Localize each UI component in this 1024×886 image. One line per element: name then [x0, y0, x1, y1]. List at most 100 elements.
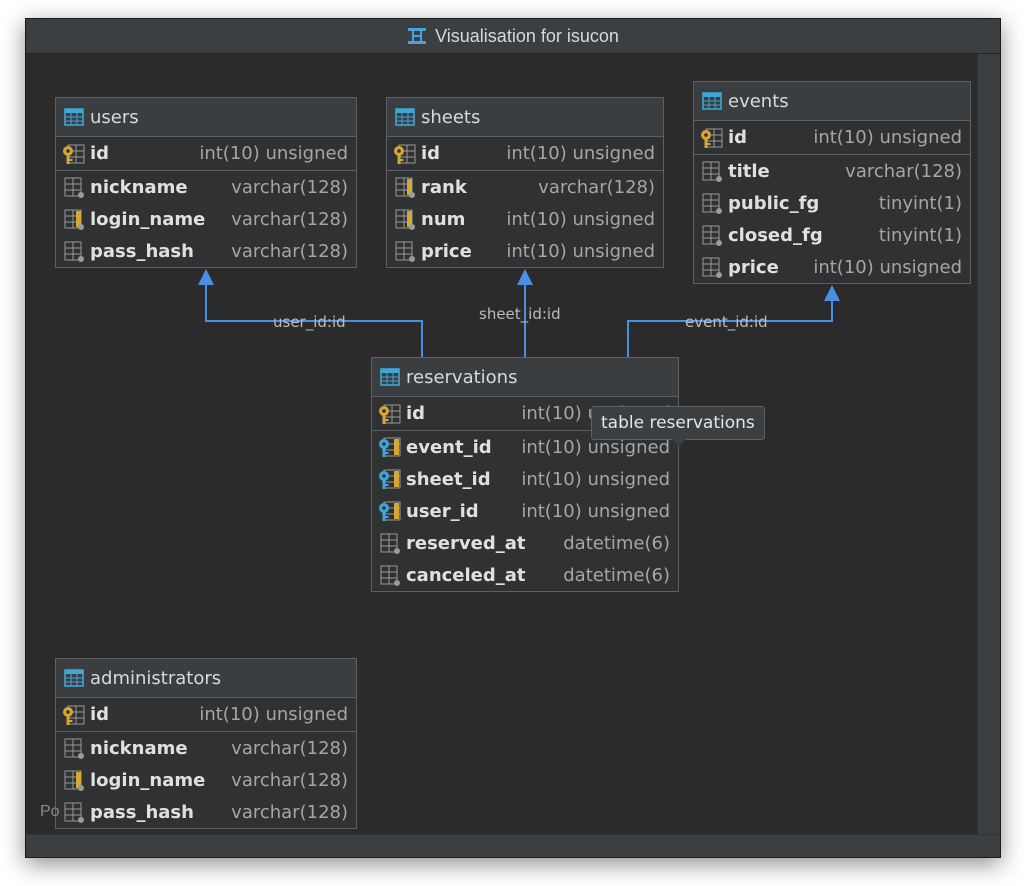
- table-events[interactable]: events id int(10) unsigned title varchar…: [693, 81, 971, 284]
- relation-links: user_id:id sheet_id:id event_id:id: [198, 269, 840, 357]
- column-name: id: [421, 143, 441, 164]
- diagram-icon: [408, 28, 427, 44]
- column-row[interactable]: user_id int(10) unsigned: [372, 495, 678, 527]
- column-name: pass_hash: [90, 240, 194, 262]
- column-type: int(10) unsigned: [521, 468, 670, 490]
- column-row[interactable]: nickname varchar(128): [56, 171, 356, 203]
- column-icon: [64, 738, 84, 759]
- unique-column-icon: [395, 209, 415, 230]
- column-icon: [64, 241, 84, 262]
- table-header[interactable]: events: [694, 82, 970, 121]
- primary-key-icon: [63, 144, 85, 164]
- column-type: datetime(6): [563, 532, 670, 554]
- table-icon: [64, 108, 84, 126]
- column-type: tinyint(1): [878, 224, 962, 246]
- table-name: events: [728, 90, 789, 112]
- column-type: varchar(128): [231, 801, 348, 823]
- column-row[interactable]: event_id int(10) unsigned: [372, 431, 678, 463]
- column-row[interactable]: pass_hash varchar(128): [56, 235, 356, 267]
- column-name: event_id: [406, 436, 492, 458]
- column-row[interactable]: closed_fg tinyint(1): [694, 219, 970, 251]
- column-row[interactable]: canceled_at datetime(6): [372, 559, 678, 591]
- table-name: reservations: [406, 366, 518, 388]
- column-name: id: [90, 704, 110, 725]
- column-name: pass_hash: [90, 801, 194, 823]
- column-type: int(10) unsigned: [506, 208, 655, 230]
- footer-stub-text: Po: [40, 803, 60, 820]
- table-administrators[interactable]: administrators id int(10) unsigned nickn…: [55, 658, 357, 829]
- column-icon: [380, 565, 400, 586]
- table-name: users: [90, 106, 139, 128]
- column-type: int(10) unsigned: [199, 704, 348, 725]
- column-name: title: [728, 160, 770, 182]
- column-row[interactable]: login_name varchar(128): [56, 764, 356, 796]
- column-row[interactable]: num int(10) unsigned: [387, 203, 663, 235]
- table-header[interactable]: users: [56, 98, 356, 137]
- column-row[interactable]: title varchar(128): [694, 155, 970, 187]
- column-name: price: [728, 256, 779, 278]
- column-name: nickname: [90, 176, 188, 198]
- column-icon: [380, 533, 400, 554]
- column-name: sheet_id: [406, 468, 491, 490]
- table-icon: [64, 669, 84, 687]
- unique-column-icon: [395, 177, 415, 198]
- column-type: varchar(128): [231, 240, 348, 262]
- column-name: rank: [421, 176, 467, 198]
- column-name: id: [406, 403, 426, 424]
- column-type: varchar(128): [231, 769, 348, 791]
- column-name: canceled_at: [406, 564, 526, 586]
- foreign-key-icon: [379, 437, 401, 457]
- vertical-scrollbar[interactable]: [977, 54, 1000, 834]
- column-row[interactable]: id int(10) unsigned: [56, 137, 356, 171]
- diagram-canvas[interactable]: user_id:id sheet_id:id event_id:id users…: [26, 19, 1000, 857]
- column-type: varchar(128): [231, 737, 348, 759]
- column-type: tinyint(1): [878, 192, 962, 214]
- table-header[interactable]: reservations: [372, 358, 678, 397]
- column-row[interactable]: id int(10) unsigned: [694, 121, 970, 155]
- column-icon: [395, 241, 415, 262]
- column-row[interactable]: public_fg tinyint(1): [694, 187, 970, 219]
- column-row[interactable]: nickname varchar(128): [56, 732, 356, 764]
- column-row[interactable]: pass_hash varchar(128): [56, 796, 356, 828]
- table-users[interactable]: users id int(10) unsigned nickname varch…: [55, 97, 357, 268]
- table-header[interactable]: administrators: [56, 659, 356, 698]
- table-header[interactable]: sheets: [387, 98, 663, 137]
- relation-label-sheet: sheet_id:id: [479, 305, 561, 324]
- column-row[interactable]: price int(10) unsigned: [694, 251, 970, 283]
- column-row[interactable]: reserved_at datetime(6): [372, 527, 678, 559]
- column-type: int(10) unsigned: [521, 436, 670, 458]
- table-sheets[interactable]: sheets id int(10) unsigned rank varchar(…: [386, 97, 664, 268]
- primary-key-icon: [394, 144, 416, 164]
- column-row[interactable]: rank varchar(128): [387, 171, 663, 203]
- column-type: int(10) unsigned: [813, 127, 962, 148]
- relation-label-user: user_id:id: [273, 313, 346, 332]
- column-name: public_fg: [728, 192, 820, 214]
- column-name: closed_fg: [728, 224, 823, 246]
- column-type: int(10) unsigned: [521, 500, 670, 522]
- column-row[interactable]: id int(10) unsigned: [56, 698, 356, 732]
- column-row[interactable]: price int(10) unsigned: [387, 235, 663, 267]
- table-icon: [702, 92, 722, 110]
- column-icon: [64, 802, 84, 823]
- foreign-key-icon: [379, 469, 401, 489]
- column-row[interactable]: sheet_id int(10) unsigned: [372, 463, 678, 495]
- column-row[interactable]: id int(10) unsigned: [387, 137, 663, 171]
- column-name: login_name: [90, 208, 206, 230]
- column-icon: [702, 225, 722, 246]
- column-type: int(10) unsigned: [506, 143, 655, 164]
- table-name: administrators: [90, 667, 222, 689]
- column-name: user_id: [406, 500, 479, 522]
- column-row[interactable]: login_name varchar(128): [56, 203, 356, 235]
- column-type: int(10) unsigned: [813, 256, 962, 278]
- column-icon: [702, 193, 722, 214]
- table-reservations[interactable]: reservations id int(10) unsigned event_i…: [371, 357, 679, 592]
- primary-key-icon: [63, 705, 85, 725]
- horizontal-scrollbar[interactable]: [26, 834, 1000, 857]
- table-tooltip: table reservations: [591, 406, 765, 446]
- primary-key-icon: [701, 128, 723, 148]
- column-name: num: [421, 208, 466, 230]
- unique-column-icon: [64, 209, 84, 230]
- unique-column-icon: [64, 770, 84, 791]
- column-name: id: [728, 127, 748, 148]
- primary-key-icon: [379, 404, 401, 424]
